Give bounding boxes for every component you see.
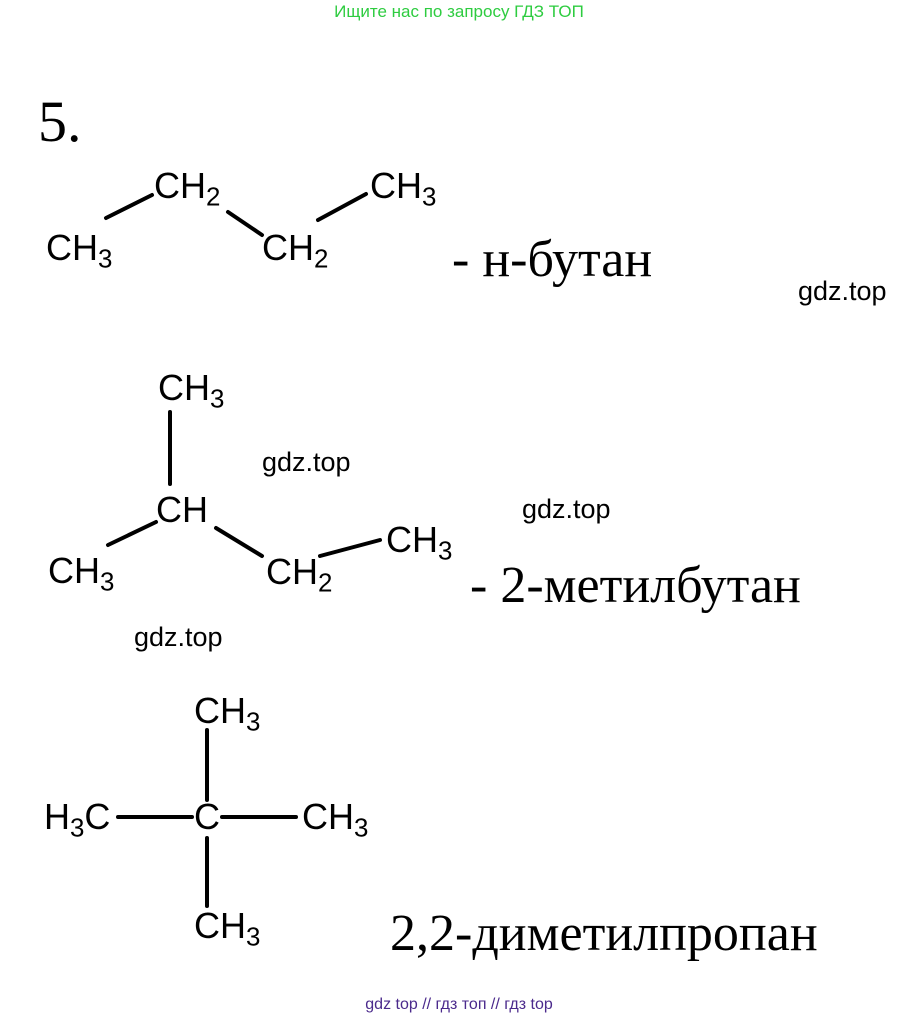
methylbutane-ch3-left: CH3 <box>48 550 115 597</box>
bond <box>104 193 154 220</box>
butane-ch2-b: CH2 <box>262 227 329 274</box>
butane-ch3-right: CH3 <box>370 165 437 212</box>
butane-ch2-a: CH2 <box>154 165 221 212</box>
watermark: gdz.top <box>522 494 611 524</box>
methylbutane-name: - 2-метилбутан <box>470 557 801 614</box>
methylbutane-ch2: CH2 <box>266 551 333 598</box>
butane-name: - н-бутан <box>452 231 653 288</box>
methylbutane-ch3-top: CH3 <box>158 367 225 414</box>
watermark: gdz.top <box>134 622 223 652</box>
bond <box>316 192 368 222</box>
dimethylpropane-ch3-top: CH3 <box>194 690 261 737</box>
butane-ch3-left: CH3 <box>46 227 113 274</box>
dimethylpropane-ch3-bottom: CH3 <box>194 905 261 952</box>
bond <box>226 210 264 237</box>
dimethylpropane-c-center: C <box>194 796 220 837</box>
bond <box>318 538 382 558</box>
top-banner[interactable]: Ищите нас по запросу ГДЗ ТОП <box>334 2 584 21</box>
watermark: gdz.top <box>262 447 351 477</box>
watermark: gdz.top <box>798 276 887 306</box>
bond <box>106 520 158 547</box>
dimethylpropane-name: 2,2-диметилпропан <box>390 905 818 962</box>
bottom-banner[interactable]: gdz top // гдз топ // гдз top <box>365 996 553 1013</box>
dimethylpropane-h3c-left: H3C <box>44 796 111 843</box>
methylbutane-ch3-right: CH3 <box>386 519 453 566</box>
methylbutane-ch-center: CH <box>156 489 208 530</box>
bond <box>214 526 264 558</box>
dimethylpropane-ch3-right: CH3 <box>302 796 369 843</box>
task-number: 5. <box>38 89 82 154</box>
